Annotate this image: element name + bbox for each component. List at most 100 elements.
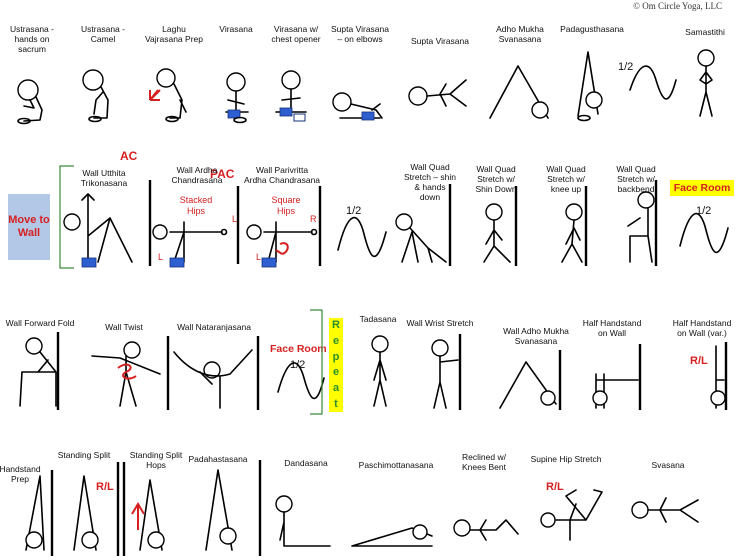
pose-label-wall-twist: Wall Twist xyxy=(105,322,143,332)
repeat-letter: t xyxy=(334,397,338,410)
pose-label-wall-nataranjasana: Wall Nataranjasana xyxy=(177,322,251,332)
half-label-row1: 1/2 xyxy=(618,61,633,73)
figure-padagusthasana xyxy=(577,51,603,122)
figure-wall-quad-stretch-backbend xyxy=(627,180,658,266)
figure-standing-split-hops xyxy=(122,462,165,556)
figure-ustrasana-camel xyxy=(82,69,109,123)
figure-wall-adho-mukha-svanasana xyxy=(499,350,562,410)
face-room-row3-label: Face Room xyxy=(270,343,327,355)
figure-samastithi xyxy=(697,49,715,117)
red-twist-arrow-icon xyxy=(275,242,289,255)
figure-wall-quad-stretch-shin-down xyxy=(483,186,518,266)
figure-supta-virasana xyxy=(408,79,467,107)
pose-label-padagusthasana: Padagusthasana xyxy=(560,24,624,34)
figure-padahastasana xyxy=(205,469,237,551)
rl-label-row4b: R/L xyxy=(546,481,564,493)
stacked-hips-label-2: Hips xyxy=(187,206,206,216)
square-hips-label-2: Hips xyxy=(277,206,296,216)
square-hips-label-1: Square xyxy=(271,195,300,205)
repeat-letter: a xyxy=(332,381,340,394)
rl-label-row4: R/L xyxy=(96,481,114,493)
repeat-sequence-bracket xyxy=(310,309,323,415)
pose-label-standing-split: Standing Split xyxy=(58,450,111,460)
side-switch-wave-icon xyxy=(629,65,677,100)
pose-label-paschimottanasana: Paschimottanasana xyxy=(359,460,434,470)
half-label-row2a: 1/2 xyxy=(346,205,361,217)
figure-dandasana xyxy=(275,495,331,547)
pose-label-tadasana: Tadasana xyxy=(360,314,397,324)
half-label-row2b: 1/2 xyxy=(696,205,711,217)
figure-wall-forward-fold xyxy=(19,332,60,410)
pose-label-supta-virasana-elbows: Supta Virasana– on elbows xyxy=(331,24,389,44)
pose-label-supta-virasana: Supta Virasana xyxy=(411,36,469,46)
figure-virasana xyxy=(225,72,249,124)
repeat-letter: e xyxy=(332,334,340,347)
pose-label-reclined-knees-bent: Reclined w/Knees Bent xyxy=(462,452,507,472)
figure-standing-split xyxy=(73,462,120,556)
figure-handstand-prep xyxy=(25,470,54,556)
pose-label-wall-forward-fold: Wall Forward Fold xyxy=(6,318,75,328)
left-side-label: L xyxy=(232,214,237,224)
right-side-label: R xyxy=(310,214,317,224)
pose-label-ustrasana-camel: Ustrasana -Camel xyxy=(81,24,125,44)
pac-label: PAC xyxy=(210,167,235,181)
figure-tadasana xyxy=(371,335,389,407)
figure-wall-quad-stretch-shin-hands xyxy=(395,184,452,266)
figure-reclined-knees-bent xyxy=(453,519,519,541)
red-up-arrow-icon xyxy=(131,502,145,530)
ac-sequence-bracket xyxy=(59,165,74,269)
figure-wall-quad-stretch-knee-up xyxy=(561,186,588,266)
figure-wall-twist xyxy=(91,336,170,410)
figure-wall-wrist-stretch xyxy=(431,334,462,410)
figure-laghu-vajrasana-prep xyxy=(149,68,187,123)
ac-label: AC xyxy=(120,149,138,163)
figure-supta-virasana-elbows xyxy=(332,92,383,121)
figure-virasana-chest-opener xyxy=(275,70,307,122)
pose-label-padahastasana: Padahastasana xyxy=(188,454,247,464)
repeat-letter: e xyxy=(332,366,340,379)
figure-supine-hip-stretch xyxy=(540,489,603,541)
move-to-wall-badge: Move to Wall xyxy=(8,194,50,260)
figure-half-handstand-wall xyxy=(592,344,642,410)
svg-text:L: L xyxy=(158,252,163,262)
pose-label-samastithi: Samastithi xyxy=(685,27,725,37)
copyright-notice: © Om Circle Yoga, LLC xyxy=(633,1,722,11)
figure-ustrasana-sacrum xyxy=(17,79,43,125)
pose-label-wall-wrist-stretch: Wall Wrist Stretch xyxy=(406,318,473,328)
svg-text:L: L xyxy=(256,252,261,262)
figure-wall-parivritta-ardha-chandrasana: L xyxy=(246,186,322,268)
figure-paschimottanasana xyxy=(351,524,433,547)
figure-wall-nataranjasana xyxy=(173,336,260,410)
figure-wall-utthita-trikonasana xyxy=(63,180,152,268)
repeat-letter: R xyxy=(332,319,340,332)
side-switch-wave-icon xyxy=(679,212,729,254)
red-twist-arrow-icon xyxy=(117,363,137,380)
rl-label-row3: R/L xyxy=(690,355,708,367)
side-switch-wave-icon xyxy=(277,362,325,400)
figure-svasana xyxy=(631,497,699,523)
pose-label-virasana: Virasana xyxy=(219,24,253,34)
pose-label-virasana-chest-opener: Virasana w/chest opener xyxy=(271,24,320,44)
pose-label-dandasana: Dandasana xyxy=(284,458,328,468)
pose-label-supine-hip-stretch: Supine Hip Stretch xyxy=(531,454,602,464)
repeat-letter: p xyxy=(332,350,340,363)
figure-half-handstand-wall-var xyxy=(710,342,728,410)
figure-adho-mukha-svanasana xyxy=(489,65,549,119)
